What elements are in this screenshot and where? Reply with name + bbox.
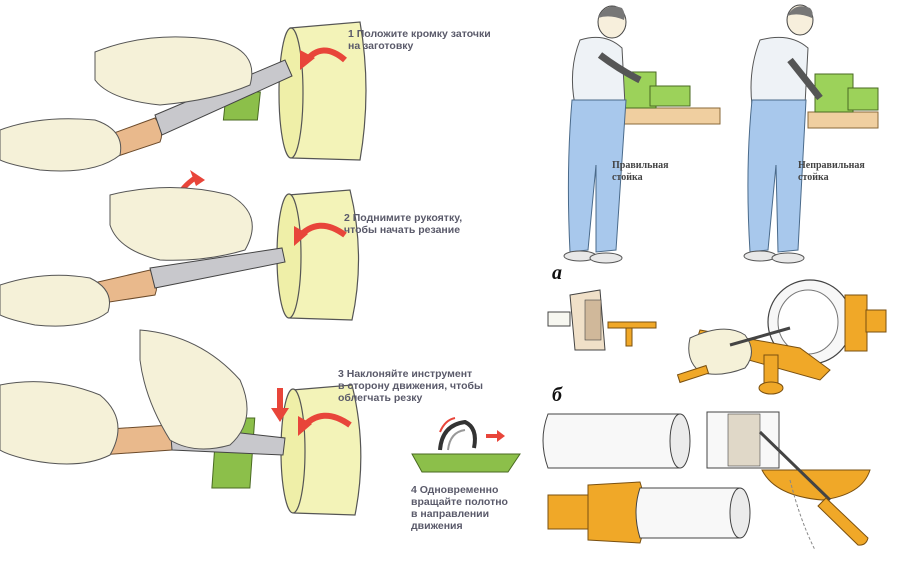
b-block-hatch [727,413,761,467]
correct-stance-line-1: Правильная [612,160,669,171]
down-arrow-3-head [271,408,289,422]
a-hand [688,328,752,375]
step-2-line-2: чтобы начать резание [344,224,461,236]
curved-arrow-3-head [298,416,312,436]
step-1-caption: 1 Положите кромку заточки на заготовку [348,28,491,52]
worker-jeans-incorrect [747,99,807,253]
step-4-line-4: движения [411,520,463,532]
step-4-right-arrow-shaft [486,434,498,438]
incorrect-stance-line-2: стойка [798,172,829,183]
lathe-machine-incorrect [814,73,854,113]
b-gouge-blade [758,430,832,502]
lathe-bench-incorrect [807,111,879,129]
incorrect-stance-figure [743,4,879,264]
a-chuck-hatch [584,299,602,341]
lower-hand-3 [0,381,119,465]
step-4-small-arrow [439,417,456,433]
step-3-caption: 3 Наклоняйте инструмент в сторону движен… [338,368,483,404]
step-4-caption: 4 Одновременно вращайте полотно в направ… [411,484,508,532]
step-3-line-3: облегчать резку [338,392,423,404]
step-3-line-1: 3 Наклоняйте инструмент [338,368,473,380]
step-1-line-2: на заготовку [348,40,414,52]
worker-shoe-incorrect-1 [743,250,777,262]
step-4-right-arrow-head [497,430,505,442]
lift-arrow-2-head [190,170,205,186]
worker-hair-incorrect [787,6,813,18]
b-spindle-left [547,494,589,530]
step-4-line-1: 4 Одновременно [411,484,499,496]
lower-hand-1 [0,118,122,172]
label-a: а [552,262,562,284]
step-4-line-3: в направлении [411,508,490,520]
a-gouge-handle [676,364,710,384]
chisel-blade-2 [149,247,286,289]
upper-hand-2 [109,187,253,261]
upper-hand-3 [139,329,248,450]
b-gouge-handle [817,497,869,546]
lower-hand-2 [0,274,110,327]
label-b: б [552,384,562,406]
a-spindle [865,309,887,333]
worker-shoe-correct-2 [589,252,623,264]
a-gouge-blade [729,326,791,347]
step-4-illustration [411,417,521,473]
step-4-blade [438,419,477,451]
lathe-bench-correct [609,107,721,125]
correct-stance-figure [563,5,721,264]
worker-jeans-correct [567,99,627,253]
b-cylinder-left [542,413,687,469]
worker-arm-correct [597,52,642,84]
correct-stance-line-2: стойка [612,172,643,183]
a-shaft [547,311,571,327]
step-1-illustration [0,21,367,172]
diagram-a [547,279,887,395]
step-2-line-1: 2 Поднимите рукоятку, [344,212,463,224]
a-toolrest [607,321,657,329]
step-4-tray [411,453,521,473]
b-cylinder-left-end [669,413,691,469]
step-3-line-2: в сторону движения, чтобы [338,380,484,392]
incorrect-stance-caption: Неправильная стойка [798,160,865,184]
a-tool-base [758,381,784,395]
lathe-bed-incorrect [847,87,879,111]
correct-stance-caption: Правильная стойка [612,160,669,184]
down-arrow-3-shaft [277,388,283,410]
b-gouge-ghost [789,479,816,551]
step-4-line-2: вращайте полотно [411,496,508,508]
step-3-illustration [0,329,362,516]
worker-shirt-correct [571,36,626,106]
workpiece-log-3-end [280,388,306,514]
curved-arrow-1-head [300,50,315,70]
curved-arrow-2-head [294,226,308,246]
a-toolrest-post [625,327,633,347]
upper-hand-1 [94,36,253,106]
worker-arm-incorrect [787,57,823,101]
worker-hair-correct [598,6,625,20]
b-workpiece-end [729,487,751,539]
workpiece-log-1-end [278,27,304,159]
lathe-bed-correct [649,85,691,107]
step-1-line-1: 1 Положите кромку заточки [348,28,491,40]
step-4-blade-inner [447,429,466,451]
incorrect-stance-line-1: Неправильная [798,160,865,171]
a-bowl-inner [777,289,839,355]
worker-shoe-incorrect-2 [771,252,805,264]
step-2-illustration [0,170,360,327]
diagram-b [542,411,871,551]
a-faceplate [844,294,868,352]
step-2-caption: 2 Поднимите рукоятку, чтобы начать резан… [344,212,462,236]
